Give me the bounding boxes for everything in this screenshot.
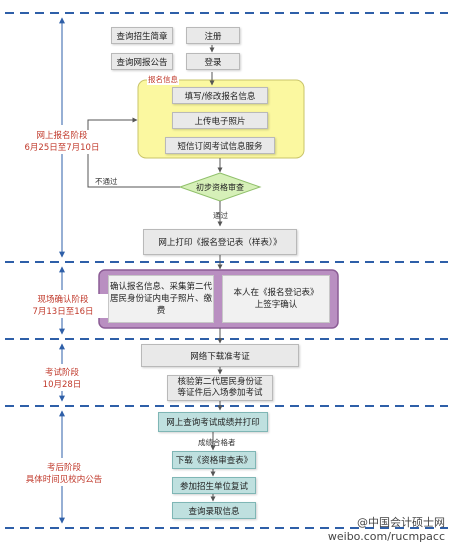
- stage-exam-label: 考试阶段 10月28日: [12, 367, 112, 391]
- query-notice-box: 查询网报公告: [111, 53, 173, 70]
- info-group-label: 报名信息: [147, 74, 179, 85]
- watermark-brand: @中国会计硕士网: [357, 516, 445, 529]
- query-score-box: 网上查询考试成绩并打印: [158, 412, 268, 432]
- download-review-form-box: 下载《资格审查表》: [172, 451, 256, 469]
- stage-after-date: 具体时间见校内公告: [25, 475, 103, 485]
- fill-info-box: 填写/修改报名信息: [172, 87, 268, 104]
- stage-onsite-label: 现场确认阶段 7月13日至16日: [8, 294, 118, 318]
- query-guide-box: 查询招生简章: [111, 27, 173, 44]
- confirm-info-box: 确认报名信息、采集第二代居民身份证内电子照片、缴费: [108, 275, 214, 323]
- not-pass-label: 不通过: [95, 177, 118, 186]
- stage-exam-date: 10月28日: [42, 380, 82, 390]
- stage-after-name: 考后阶段: [46, 463, 81, 473]
- upload-photo-box: 上传电子照片: [172, 112, 268, 129]
- stage-online-label: 网上报名阶段 6月25日至7月10日: [12, 130, 112, 154]
- stage-after-label: 考后阶段 具体时间见校内公告: [4, 462, 124, 486]
- print-form-box: 网上打印《报名登记表（样表）》: [143, 229, 297, 255]
- qualified-label: 成绩合格者: [198, 438, 236, 447]
- register-box: 注册: [186, 27, 240, 44]
- watermark-url: weibo.com/rucmpacc: [327, 530, 445, 543]
- query-admission-box: 查询录取信息: [172, 502, 256, 519]
- stage-onsite-name: 现场确认阶段: [37, 295, 89, 305]
- sms-service-box: 短信订阅考试信息服务: [165, 137, 275, 154]
- pass-label: 通过: [213, 211, 228, 220]
- retest-box: 参加招生单位复试: [172, 477, 256, 494]
- id-check-box: 核验第二代居民身份证等证件后入场参加考试: [167, 375, 273, 401]
- stage-online-name: 网上报名阶段: [36, 131, 88, 141]
- stage-exam-name: 考试阶段: [44, 368, 79, 378]
- stage-onsite-date: 7月13日至16日: [32, 307, 94, 317]
- stage-online-date: 6月25日至7月10日: [24, 143, 100, 153]
- prelim-review-label: 初步资格审查: [196, 182, 244, 192]
- login-box: 登录: [186, 53, 240, 70]
- watermark: @中国会计硕士网 weibo.com/rucmpacc: [328, 514, 445, 543]
- sign-confirm-box: 本人在《报名登记表》上签字确认: [222, 275, 330, 323]
- download-admit-box: 网络下载准考证: [141, 344, 299, 367]
